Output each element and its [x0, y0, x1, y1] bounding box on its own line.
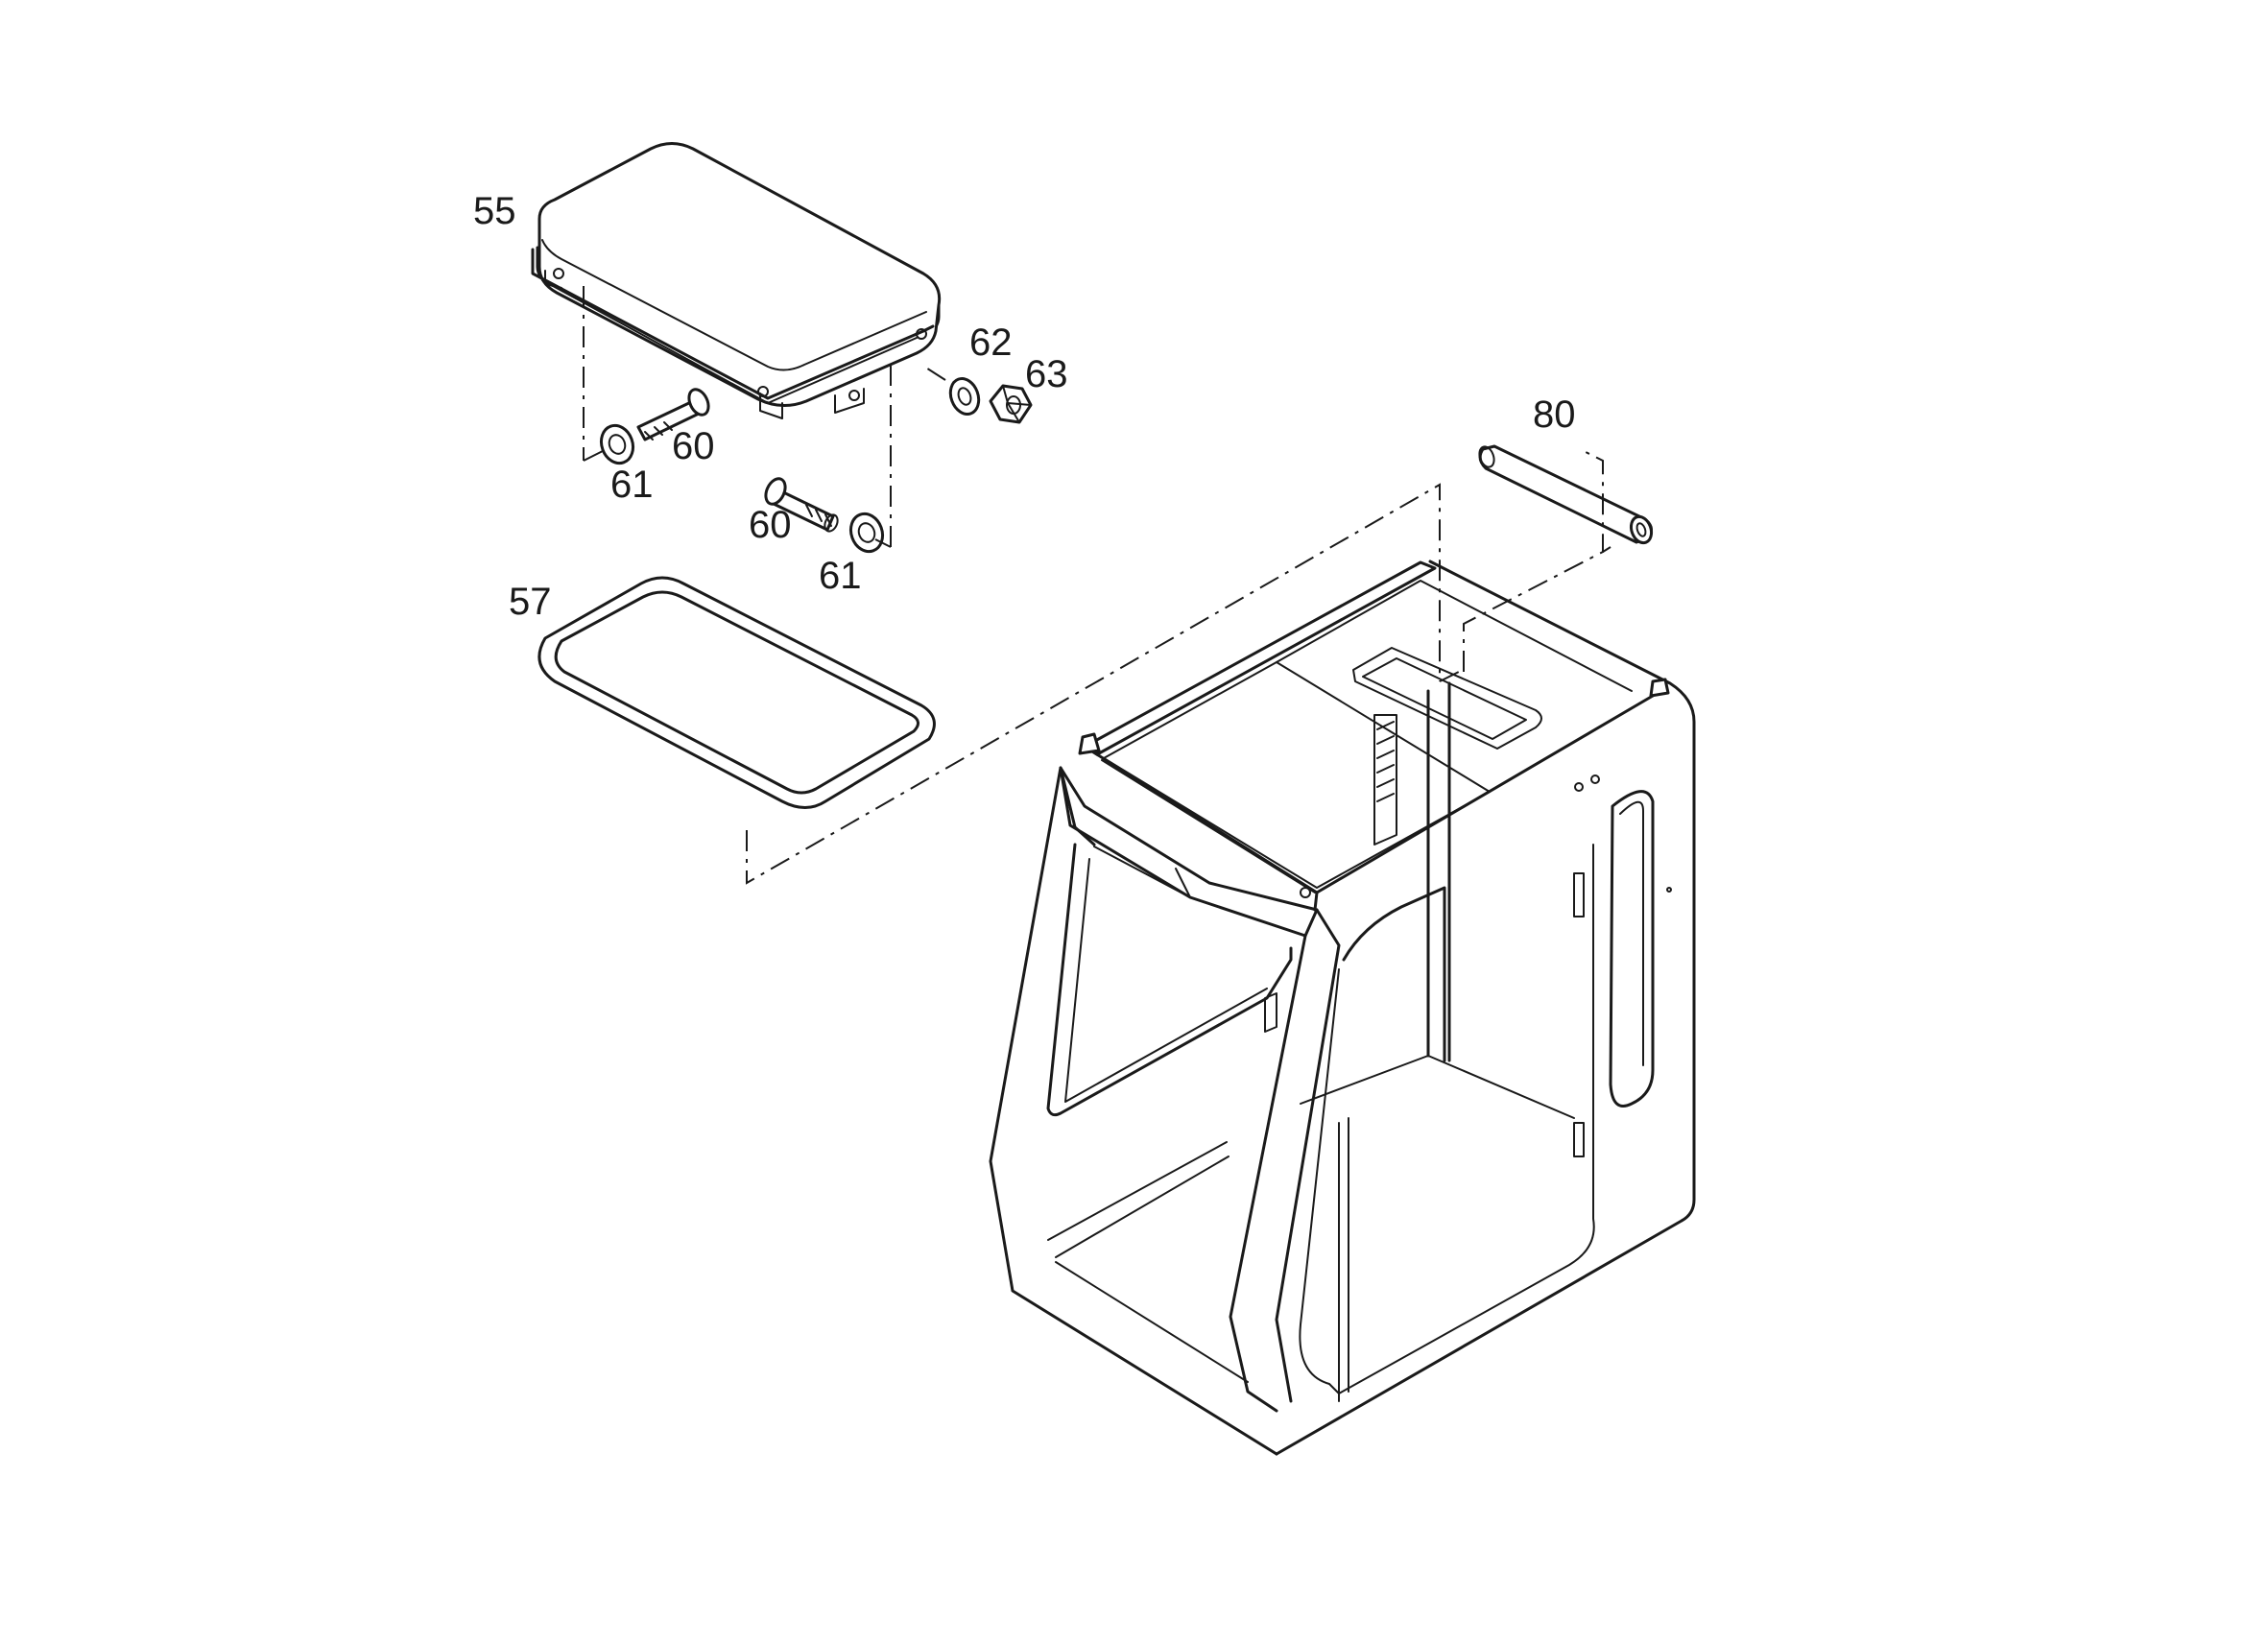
callout-57: 57 [509, 581, 552, 623]
callout-60-lower: 60 [749, 504, 792, 546]
callout-80: 80 [1533, 393, 1576, 436]
roof-hatch-cover-part-55 [531, 142, 942, 419]
hatch-seal-part-57 [537, 576, 936, 809]
washer-part-61-right [848, 512, 885, 554]
tube-part-80 [1478, 444, 1654, 545]
callout-labels: 55 57 60 60 61 61 62 63 80 [473, 190, 1576, 623]
bolt-part-60-upper [636, 388, 710, 441]
bolt-part-60-lower [764, 477, 839, 533]
callout-55: 55 [473, 190, 516, 232]
callout-63: 63 [1025, 353, 1068, 395]
nut-part-63 [989, 384, 1033, 424]
assembly-lines [583, 286, 1611, 885]
washer-part-61-left [599, 423, 635, 465]
callout-61-right: 61 [819, 555, 862, 597]
callout-62: 62 [969, 322, 1013, 364]
operator-cab [989, 560, 1696, 1456]
washer-part-62 [948, 377, 981, 416]
callout-60-upper: 60 [672, 425, 715, 467]
callout-61-left: 61 [610, 464, 654, 506]
